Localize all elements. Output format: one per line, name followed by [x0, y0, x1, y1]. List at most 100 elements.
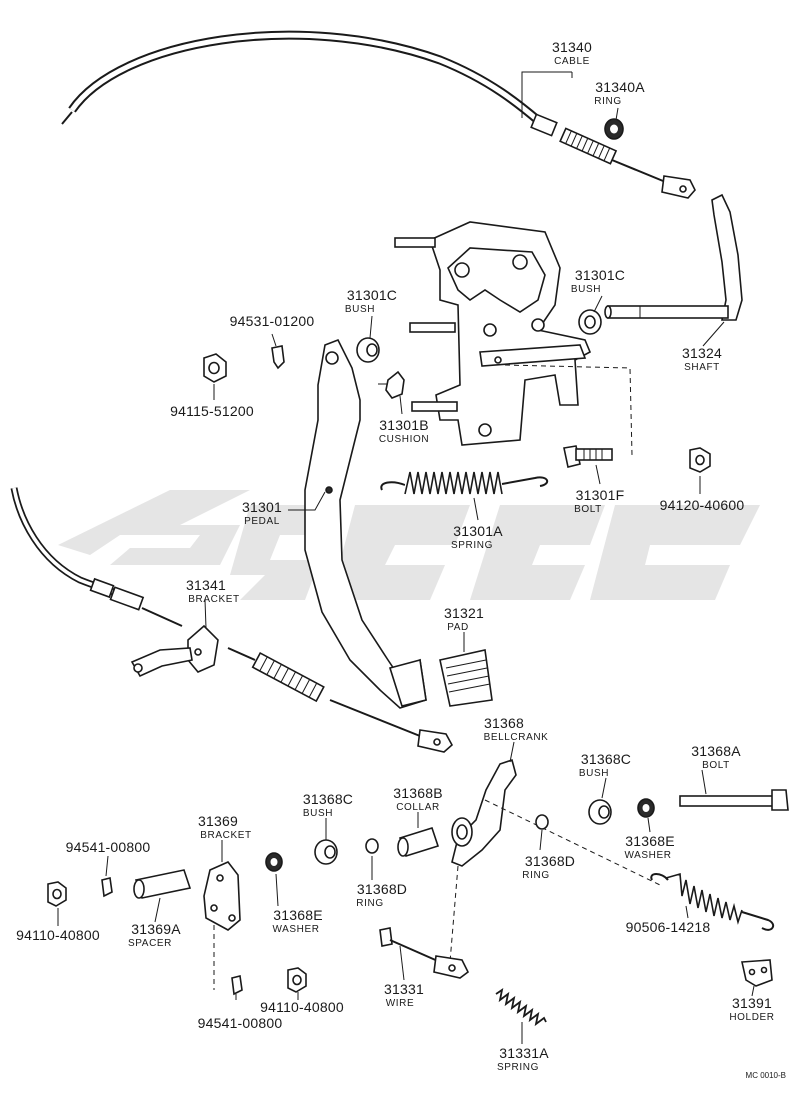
label-nut-lower: 94110-40800 [260, 999, 344, 1015]
part-number: 31368C [581, 751, 631, 767]
label-bracket: 31369 BRACKET [198, 813, 251, 841]
label-clip-lower: 94541-00800 [198, 1015, 283, 1031]
label-bellcrank-bush: 31368C BUSH [579, 751, 631, 779]
part-number: 31369A [131, 921, 181, 937]
nut-bolt-part [689, 447, 711, 473]
part-name: RING [522, 870, 549, 881]
pad-part [439, 649, 493, 707]
label-wire-spring: 31331A SPRING [497, 1045, 549, 1073]
part-name: RING [356, 898, 383, 909]
cable-part [61, 30, 696, 199]
wire-part [379, 927, 470, 979]
part-name: BUSH [579, 768, 609, 779]
spacer-part [133, 869, 192, 899]
label-shaft: 31324 SHAFT [682, 345, 722, 373]
clip-lower-part [231, 975, 243, 996]
part-name: RING [594, 96, 621, 107]
part-number: 94110-40800 [260, 999, 344, 1015]
part-number: 31301 [242, 499, 282, 515]
label-bush-left: 31368C BUSH [303, 791, 353, 819]
bolt-part [563, 445, 613, 468]
wire-spring-part [495, 988, 547, 1027]
part-number: 31340 [552, 39, 592, 55]
spring-bellcrank-part [650, 872, 775, 931]
part-number: 94110-40800 [16, 927, 100, 943]
part-name: SPRING [451, 540, 493, 551]
bush-left-part [314, 839, 338, 865]
part-number: 31301B [379, 417, 428, 433]
part-number: 31331A [499, 1045, 549, 1061]
part-number: 90506-14218 [626, 919, 711, 935]
clip-bracket-part [101, 877, 113, 898]
part-number: 31324 [682, 345, 722, 361]
label-spring-bellcrank: 90506-14218 [626, 919, 711, 935]
part-number: 31369 [198, 813, 238, 829]
ring-right-part [535, 814, 549, 830]
drawing-code: MC 0010-B [746, 1071, 786, 1080]
clip-pedal-part [271, 345, 285, 370]
bellcrank-part [451, 758, 517, 867]
part-number: 31331 [384, 981, 424, 997]
bellcrank-bush-part [588, 799, 612, 825]
part-name: BOLT [702, 760, 730, 771]
label-cable-ring: 31340A RING [594, 79, 645, 107]
label-bellcrank-bolt: 31368A BOLT [691, 743, 741, 771]
part-name: BELLCRANK [484, 732, 549, 743]
part-name: SPACER [128, 938, 172, 949]
cushion-part [378, 370, 405, 399]
part-number: 94120-40600 [660, 497, 745, 513]
part-number: 94541-00800 [198, 1015, 283, 1031]
cable-lower-left [10, 487, 183, 627]
label-cable: 31340 CABLE [552, 39, 592, 67]
label-nut-bolt: 94120-40600 [660, 497, 745, 513]
part-name: WASHER [272, 924, 319, 935]
part-name: PEDAL [244, 516, 280, 527]
shaft-part [604, 193, 743, 321]
label-bracket-cable: 31341 BRACKET [186, 577, 239, 605]
part-name: WIRE [386, 998, 415, 1009]
part-number: 31301C [575, 267, 625, 283]
label-bush-bracket: 31301C BUSH [571, 267, 625, 295]
pedal-bracket-assembly [394, 221, 592, 446]
part-number: 31368D [357, 881, 407, 897]
label-bush-pedal: 31301C BUSH [345, 287, 397, 315]
part-name: PAD [447, 622, 469, 633]
part-name: BUSH [345, 304, 375, 315]
bush-bracket-part [578, 309, 602, 335]
cable-middle [227, 647, 454, 753]
part-number: 31368E [273, 907, 322, 923]
label-nut-pedal: 94115-51200 [170, 403, 254, 419]
nut-bracket-part [47, 881, 67, 907]
cable-ring-part [604, 118, 624, 140]
part-number: 31321 [444, 605, 484, 621]
part-number: 31368D [525, 853, 575, 869]
part-name: CUSHION [379, 434, 429, 445]
washer-right-part [637, 798, 655, 818]
part-number: 94531-01200 [230, 313, 315, 329]
part-name: BRACKET [188, 594, 239, 605]
label-cushion: 31301B CUSHION [379, 417, 429, 445]
part-name: BUSH [571, 284, 601, 295]
part-name: SPRING [497, 1062, 539, 1073]
label-ring-left: 31368D RING [356, 881, 407, 909]
part-name: CABLE [554, 56, 590, 67]
part-number: 94115-51200 [170, 403, 254, 419]
part-number: 31301A [453, 523, 503, 539]
bush-pedal-part [356, 337, 380, 363]
label-washer-right: 31368E WASHER [624, 833, 674, 861]
label-clip-pedal: 94531-01200 [230, 313, 315, 329]
ring-left-part [365, 838, 379, 854]
label-pedal: 31301 PEDAL [242, 499, 282, 527]
part-name: SHAFT [684, 362, 720, 373]
spring-pedal-part [380, 471, 549, 495]
nut-lower-part [287, 967, 307, 993]
part-name: WASHER [624, 850, 671, 861]
part-number: 31368C [303, 791, 353, 807]
part-number: 31341 [186, 577, 226, 593]
washer-left-part [265, 852, 283, 872]
label-bolt: 31301F BOLT [574, 487, 624, 515]
part-number: 31368B [393, 785, 442, 801]
label-holder: 31391 HOLDER [729, 995, 774, 1023]
label-pad: 31321 PAD [444, 605, 484, 633]
